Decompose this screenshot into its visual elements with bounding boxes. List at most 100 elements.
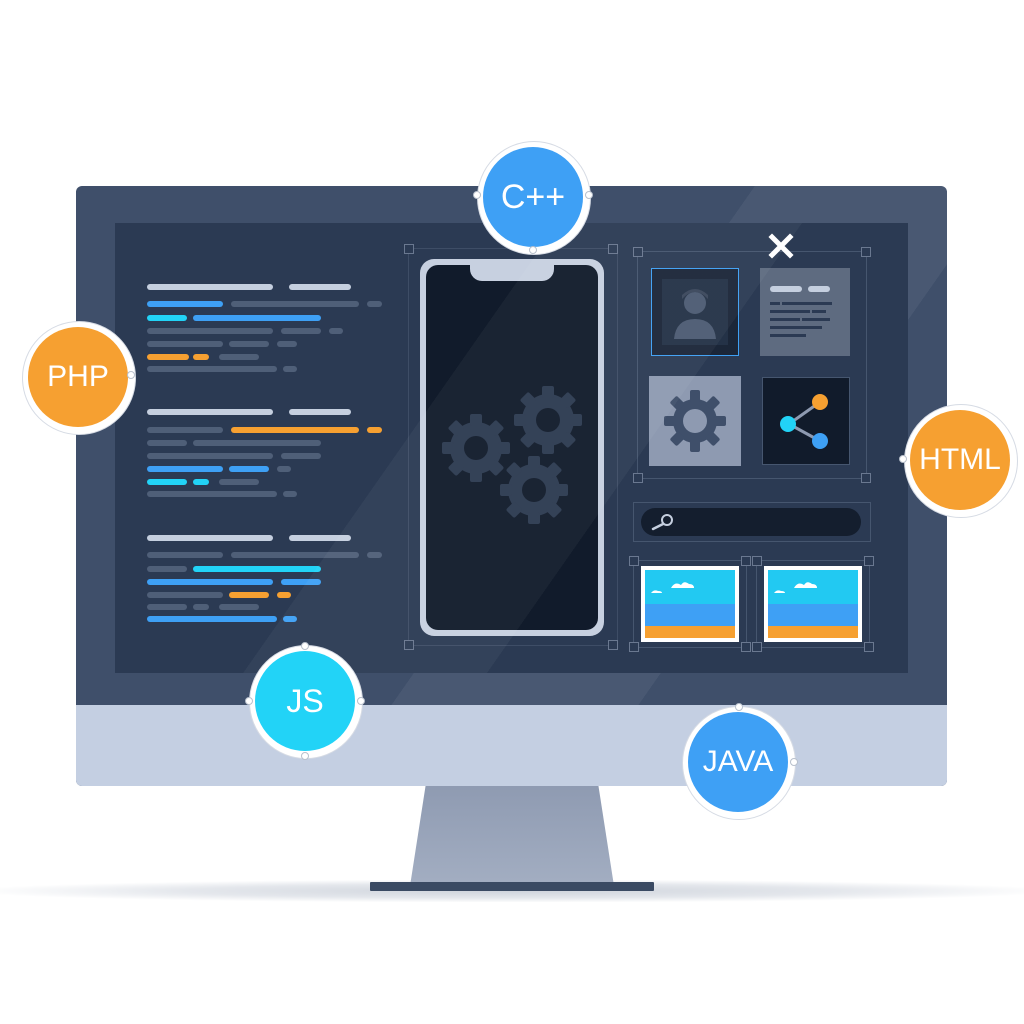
code-line: [147, 284, 273, 290]
code-line: [231, 552, 359, 558]
code-line: [147, 453, 273, 459]
ring-dot: [245, 697, 253, 705]
code-line: [329, 328, 343, 334]
resize-handle[interactable]: [608, 244, 618, 254]
code-line: [147, 491, 277, 497]
resize-handle[interactable]: [861, 473, 871, 483]
resize-handle[interactable]: [752, 642, 762, 652]
monitor-stand-base: [370, 882, 654, 891]
resize-handle[interactable]: [861, 247, 871, 257]
code-line: [367, 552, 382, 558]
code-line: [283, 616, 297, 622]
code-line: [277, 466, 291, 472]
code-line: [219, 604, 259, 610]
share-icon: [780, 394, 828, 449]
code-line: [229, 466, 269, 472]
resize-handle[interactable]: [633, 473, 643, 483]
code-line: [219, 479, 259, 485]
code-line: [147, 341, 223, 347]
landscape-image-icon[interactable]: [641, 566, 739, 642]
ring-dot: [790, 758, 798, 766]
badge-label: JAVA: [702, 745, 774, 778]
resize-handle[interactable]: [864, 642, 874, 652]
html-badge[interactable]: HTML: [910, 410, 1010, 510]
code-line: [147, 566, 187, 572]
code-line: [147, 552, 223, 558]
floor-shadow: [0, 880, 1024, 902]
code-line: [289, 535, 351, 541]
code-line: [277, 592, 291, 598]
code-line: [283, 366, 297, 372]
share-tile[interactable]: [762, 377, 850, 465]
image-frame: [633, 560, 747, 648]
code-line: [147, 466, 223, 472]
badge-label: HTML: [919, 443, 1001, 476]
code-line: [193, 440, 321, 446]
code-line: [147, 479, 187, 485]
resize-handle[interactable]: [741, 556, 751, 566]
user-avatar-icon: [662, 279, 728, 345]
phone-notch: [470, 265, 554, 281]
document-tile[interactable]: [760, 268, 850, 356]
code-line: [147, 579, 273, 585]
code-line: [289, 284, 351, 290]
code-line: [147, 440, 187, 446]
code-line: [147, 315, 187, 321]
code-line: [147, 616, 277, 622]
code-line: [281, 328, 321, 334]
code-line: [147, 354, 189, 360]
ring-dot: [301, 642, 309, 650]
ring-dot: [301, 752, 309, 760]
resize-handle[interactable]: [864, 556, 874, 566]
code-line: [229, 341, 269, 347]
code-line: [281, 579, 321, 585]
ring-dot: [473, 191, 481, 199]
cpp-badge[interactable]: C++: [483, 147, 583, 247]
ring-dot: [899, 455, 907, 463]
java-badge[interactable]: JAVA: [688, 712, 788, 812]
resize-handle[interactable]: [404, 244, 414, 254]
resize-handle[interactable]: [608, 640, 618, 650]
code-line: [147, 592, 223, 598]
ring-dot: [585, 191, 593, 199]
code-line: [147, 366, 277, 372]
close-icon[interactable]: [767, 232, 795, 260]
document-icon: [770, 286, 832, 337]
gears-icon: [442, 386, 582, 524]
code-line: [193, 354, 209, 360]
badge-label: C++: [500, 177, 566, 216]
code-line: [147, 604, 187, 610]
search-icon: [651, 514, 673, 531]
code-line: [193, 604, 209, 610]
settings-tile[interactable]: [649, 376, 741, 466]
code-line: [367, 427, 382, 433]
js-badge[interactable]: JS: [255, 651, 355, 751]
code-line: [147, 427, 223, 433]
resize-handle[interactable]: [629, 556, 639, 566]
resize-handle[interactable]: [633, 247, 643, 257]
code-line: [281, 453, 321, 459]
search-input[interactable]: [641, 508, 861, 536]
resize-handle[interactable]: [741, 642, 751, 652]
code-line: [231, 427, 359, 433]
code-line: [289, 409, 351, 415]
ring-dot: [529, 246, 537, 254]
code-line: [229, 592, 269, 598]
code-line: [193, 566, 321, 572]
code-line: [277, 341, 297, 347]
badge-label: PHP: [47, 360, 109, 393]
profile-tile[interactable]: [651, 268, 739, 356]
code-line: [147, 328, 273, 334]
code-line: [283, 491, 297, 497]
php-badge[interactable]: PHP: [28, 327, 128, 427]
search-frame: [633, 502, 871, 542]
ring-dot: [127, 371, 135, 379]
badge-label: JS: [286, 682, 324, 719]
ring-dot: [735, 703, 743, 711]
resize-handle[interactable]: [752, 556, 762, 566]
resize-handle[interactable]: [629, 642, 639, 652]
monitor-stand: [410, 783, 614, 886]
landscape-image-icon[interactable]: [764, 566, 862, 642]
monitor-chin: [76, 705, 947, 786]
resize-handle[interactable]: [404, 640, 414, 650]
